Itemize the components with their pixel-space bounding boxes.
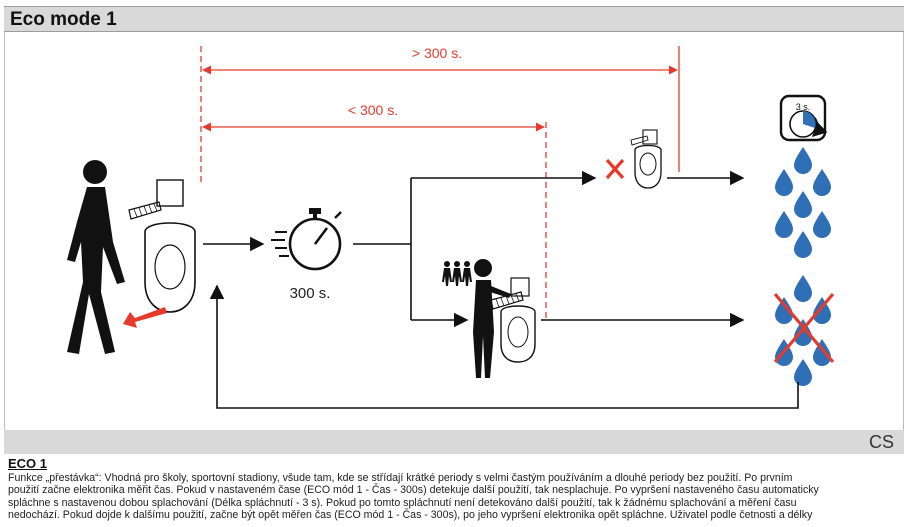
description-text: Funkce „přestávka“: Vhodná pro školy, sp…: [8, 472, 903, 527]
description-line: Funkce „přestávka“: Vhodná pro školy, sp…: [8, 472, 793, 484]
description-line: nedochází. Pokud dojde k dalšímu použití…: [8, 509, 813, 522]
short-interval-label: < 300 s.: [348, 102, 398, 118]
language-bar: CS: [4, 430, 904, 454]
urinal-in-use-icon: [490, 277, 536, 363]
water-drops-no-flush-icon: [773, 275, 835, 386]
sensor-panel-icon: [128, 179, 184, 220]
long-interval-label: > 300 s.: [412, 45, 462, 61]
description-line: použití začne elektronika měřit čas. Pok…: [8, 484, 819, 497]
flush-timer-badge: 3 s.: [779, 94, 828, 142]
group-of-people-icon: [442, 261, 472, 286]
language-code: CS: [868, 432, 894, 452]
description-title: ECO 1: [8, 456, 48, 471]
stopwatch-icon: [271, 208, 342, 271]
standing-person-icon: [473, 259, 511, 378]
no-detection-x-icon: [605, 158, 625, 180]
urinal-icon: [144, 222, 196, 313]
water-drops-flush-icon: [775, 147, 831, 258]
small-urinal-icon: [630, 129, 662, 189]
return-loop-arrow: [209, 284, 799, 409]
walking-person-icon: [67, 160, 125, 354]
diagram-frame: > 300 s. < 300 s.: [4, 32, 904, 430]
description-line: spláchne s nastavenou dobou splachování …: [8, 496, 797, 509]
page-title: Eco mode 1: [10, 9, 117, 30]
timing-dimension-short: < 300 s.: [202, 102, 547, 322]
timer-duration-label: 300 s.: [290, 285, 331, 302]
exit-arrow-icon: [123, 307, 167, 328]
timing-dimension-long: > 300 s.: [200, 45, 680, 182]
eco-mode-diagram: > 300 s. < 300 s.: [67, 45, 835, 409]
title-bar: Eco mode 1: [4, 6, 904, 32]
flush-duration-label: 3 s.: [796, 102, 811, 112]
